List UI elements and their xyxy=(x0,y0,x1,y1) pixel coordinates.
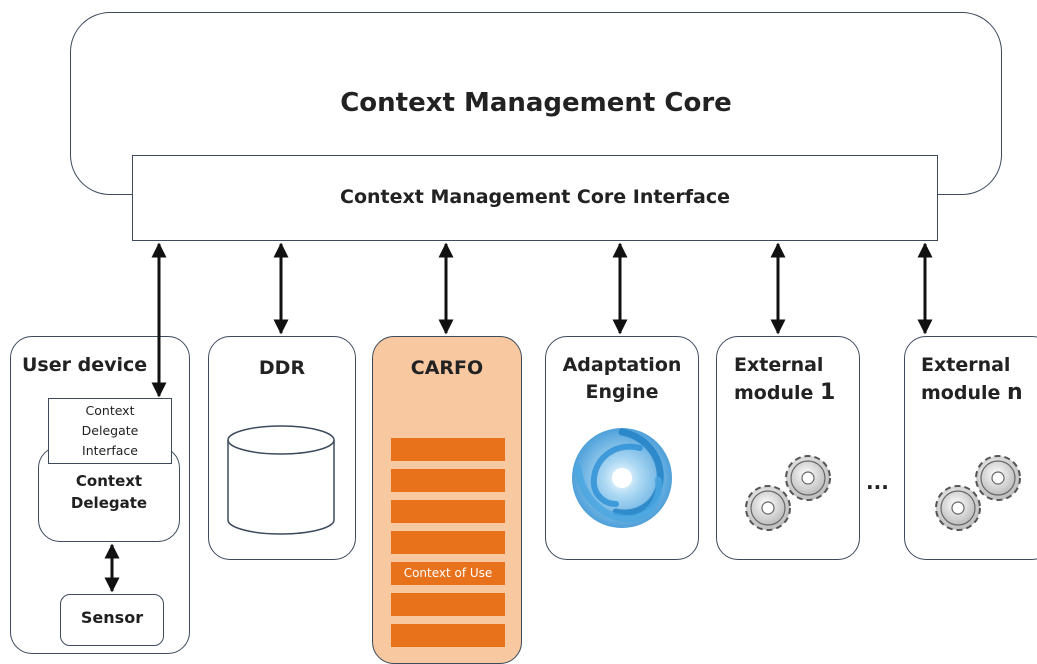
swirl-icon xyxy=(572,428,672,528)
external-module-1 xyxy=(716,336,860,560)
external-module-n-line: module n xyxy=(921,379,1023,407)
external-module-1-line: External xyxy=(734,354,824,376)
context-delegate-interface-label: Context Delegate Interface xyxy=(48,401,172,461)
ddr-title: DDR xyxy=(258,357,306,379)
external-module-1-line: module 1 xyxy=(734,379,835,407)
external-module-n-line: External xyxy=(921,354,1011,376)
external-module-n-title: External module n xyxy=(921,352,1023,407)
carfo-stack-bar xyxy=(391,438,505,461)
carfo-stack-bar xyxy=(391,531,505,554)
external-module-1-index: 1 xyxy=(820,380,836,405)
ellipsis: ... xyxy=(866,470,889,494)
carfo-stack-bar-context-of-use: Context of Use xyxy=(391,562,505,585)
core-interface-box xyxy=(132,155,938,241)
core-title: Context Management Core xyxy=(340,88,732,118)
delegate-interface-line: Delegate xyxy=(81,423,139,438)
user-device-title: User device xyxy=(22,354,148,376)
adaptation-engine-line: Adaptation xyxy=(562,354,682,376)
carfo-stack-bar xyxy=(391,593,505,616)
adaptation-engine-line: Engine xyxy=(585,381,659,403)
external-module-n-index: n xyxy=(1007,380,1023,405)
context-delegate-line: Delegate xyxy=(70,494,148,512)
core-interface-label: Context Management Core Interface xyxy=(340,186,730,208)
context-delegate-label: Context Delegate xyxy=(38,470,180,514)
context-delegate-line: Context xyxy=(75,472,143,490)
sensor-box xyxy=(60,594,164,646)
context-delegate-interface-box xyxy=(48,398,172,464)
carfo-stack-bar xyxy=(391,500,505,523)
delegate-interface-line: Interface xyxy=(82,443,138,458)
carfo-stack-bar xyxy=(391,624,505,647)
database-cylinder-icon xyxy=(227,425,335,535)
delegate-interface-line: Context xyxy=(85,403,135,418)
gears-icon xyxy=(745,455,831,531)
sensor-label: Sensor xyxy=(80,608,144,627)
carfo-stack-bar xyxy=(391,469,505,492)
adaptation-engine-title: Adaptation Engine xyxy=(545,352,699,406)
external-module-n-word: module xyxy=(921,382,1007,404)
external-module-1-title: External module 1 xyxy=(734,352,835,407)
carfo-title: CARFO xyxy=(410,357,484,379)
gears-icon xyxy=(935,455,1021,531)
external-module-1-word: module xyxy=(734,382,820,404)
